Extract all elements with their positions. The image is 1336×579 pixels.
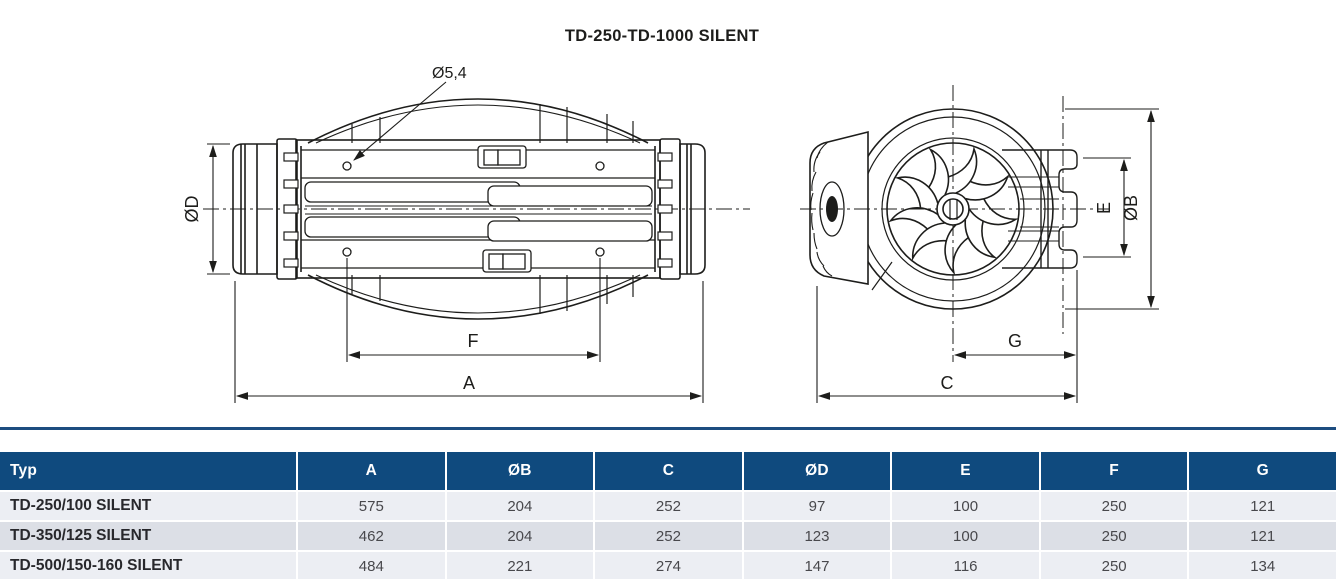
technical-drawing-svg: TD-250-TD-1000 SILENT bbox=[182, 27, 1159, 403]
cell: 204 bbox=[446, 522, 594, 550]
cell: 221 bbox=[446, 552, 594, 579]
cell: 484 bbox=[298, 552, 445, 579]
row-typ: TD-350/125 SILENT bbox=[0, 522, 296, 550]
cell: 123 bbox=[743, 522, 891, 550]
drawing-title: TD-250-TD-1000 SILENT bbox=[565, 27, 759, 45]
front-view bbox=[800, 85, 1159, 403]
cell: 252 bbox=[595, 522, 742, 550]
row-typ: TD-250/100 SILENT bbox=[0, 492, 296, 520]
dim-label-a: A bbox=[463, 373, 475, 393]
body-detail bbox=[301, 145, 655, 273]
dim-od bbox=[207, 143, 230, 275]
cell: 252 bbox=[595, 492, 742, 520]
dim-label-od: ØD bbox=[182, 195, 202, 222]
hole-callout bbox=[353, 81, 447, 161]
impeller bbox=[871, 137, 1025, 291]
cell: 121 bbox=[1189, 492, 1336, 520]
bottom-dome bbox=[307, 274, 649, 320]
hole-diameter-label: Ø5,4 bbox=[432, 65, 467, 82]
dim-label-ob: ØB bbox=[1121, 195, 1141, 221]
dim-e bbox=[1083, 157, 1131, 258]
dim-c bbox=[816, 286, 1077, 403]
top-dome bbox=[307, 98, 649, 144]
cell: 274 bbox=[595, 552, 742, 579]
duct-connector bbox=[1002, 96, 1078, 334]
motor-box bbox=[809, 130, 869, 285]
spec-table: Typ A ØB C ØD E F G TD-250/100 SILENT 57… bbox=[0, 452, 1336, 579]
cell: 575 bbox=[298, 492, 445, 520]
col-header-a: A bbox=[298, 452, 445, 490]
cell: 250 bbox=[1040, 552, 1188, 579]
cell: 204 bbox=[446, 492, 594, 520]
section-divider bbox=[0, 427, 1336, 430]
dim-label-c: C bbox=[941, 373, 954, 393]
dim-label-g: G bbox=[1008, 331, 1022, 351]
col-header-g: G bbox=[1189, 452, 1336, 490]
clamp-clips bbox=[477, 145, 532, 273]
dim-f bbox=[346, 258, 601, 362]
cell: 100 bbox=[892, 522, 1039, 550]
dim-label-f: F bbox=[468, 331, 479, 351]
cell: 134 bbox=[1189, 552, 1336, 579]
dim-a bbox=[234, 281, 704, 403]
dim-label-e: E bbox=[1094, 202, 1114, 214]
cell: 250 bbox=[1040, 492, 1188, 520]
dim-ob bbox=[1065, 108, 1159, 310]
cell: 97 bbox=[743, 492, 891, 520]
dim-g bbox=[953, 270, 1078, 403]
cell: 121 bbox=[1189, 522, 1336, 550]
spacer bbox=[0, 430, 1336, 452]
impeller-hub bbox=[936, 192, 970, 226]
cell: 462 bbox=[298, 522, 445, 550]
fan-body bbox=[283, 139, 673, 279]
side-view bbox=[203, 81, 750, 403]
col-header-c: C bbox=[595, 452, 742, 490]
cell: 100 bbox=[892, 492, 1039, 520]
dimensional-drawing: TD-250-TD-1000 SILENT bbox=[182, 27, 1159, 403]
cell: 116 bbox=[892, 552, 1039, 579]
col-header-ob: ØB bbox=[446, 452, 594, 490]
cell: 250 bbox=[1040, 522, 1188, 550]
row-typ: TD-500/150-160 SILENT bbox=[0, 552, 296, 579]
latch bbox=[871, 261, 893, 291]
col-header-od: ØD bbox=[743, 452, 891, 490]
mounting-tabs bbox=[283, 152, 673, 268]
col-header-typ: Typ bbox=[0, 452, 296, 490]
col-header-e: E bbox=[892, 452, 1039, 490]
cell: 147 bbox=[743, 552, 891, 579]
col-header-f: F bbox=[1040, 452, 1188, 490]
